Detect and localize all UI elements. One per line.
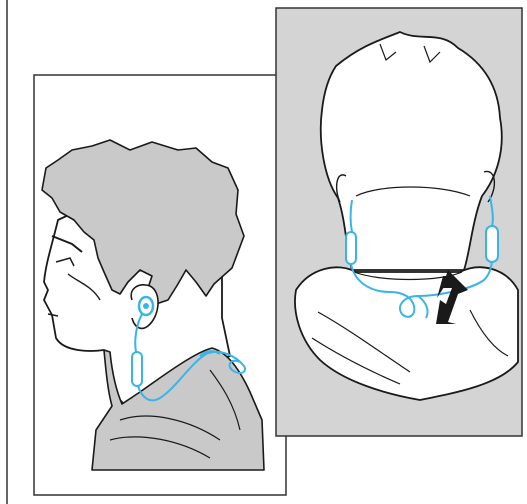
side-profile-panel [34, 75, 286, 495]
rear-view-panel [276, 8, 522, 436]
earbud-icon [139, 297, 153, 315]
